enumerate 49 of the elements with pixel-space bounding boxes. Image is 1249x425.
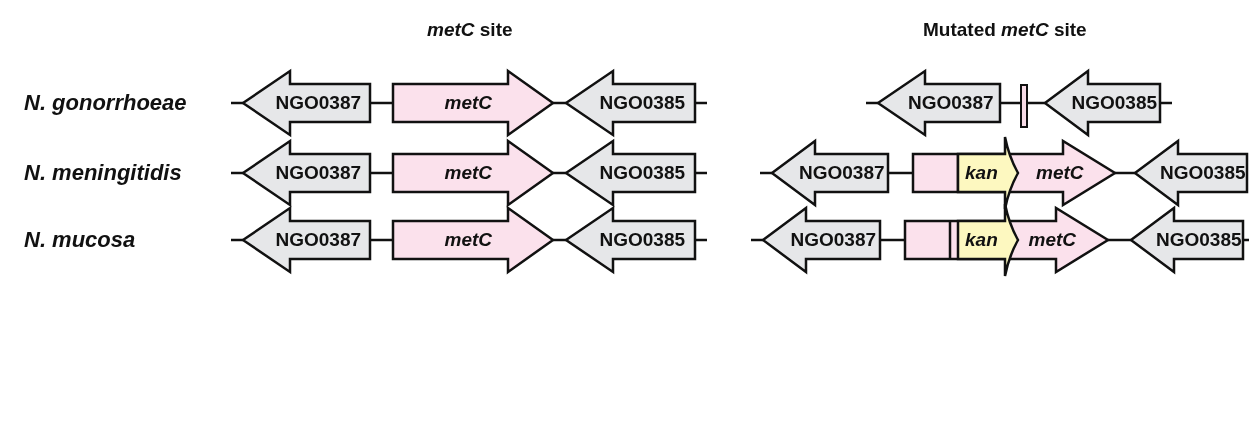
gene-symbol: [1131, 208, 1243, 272]
gene-label: NGO0385: [599, 92, 686, 114]
insertion-bar: [1020, 84, 1028, 128]
gene-label: metC: [1036, 162, 1084, 184]
dna-line: [370, 238, 393, 242]
gene-symbol: [566, 141, 695, 205]
gene-symbol: [958, 204, 1018, 276]
column-heading: metC site: [427, 19, 513, 41]
dna-line: [1115, 171, 1135, 175]
gene-symbol: [566, 71, 695, 135]
gene-label: NGO0387: [908, 92, 994, 114]
gene-label: kan: [965, 162, 998, 184]
gene-label: NGO0385: [1071, 92, 1158, 114]
dna-line: [1108, 238, 1131, 242]
gene-symbol: [566, 208, 695, 272]
gene-label: metC: [444, 92, 492, 114]
species-name: N. mucosa: [24, 227, 136, 253]
gene-symbol: [1135, 141, 1247, 205]
gene-label: NGO0385: [1160, 162, 1246, 184]
gene-label: NGO0387: [275, 229, 362, 251]
gene-symbol: [772, 141, 888, 205]
gene-symbol: [243, 208, 370, 272]
gene-symbol: [243, 141, 370, 205]
gene-label: metC: [444, 229, 492, 251]
dna-line: [880, 238, 905, 242]
gene-label: metC: [444, 162, 492, 184]
dna-line: [370, 101, 393, 105]
species-name: N. meningitidis: [24, 160, 182, 186]
gene-symbol: [763, 208, 880, 272]
gene-label: NGO0387: [275, 162, 362, 184]
gene-symbol: [1045, 71, 1160, 135]
dna-line: [888, 171, 913, 175]
gene-symbol: [393, 141, 553, 205]
column-heading: Mutated metC site: [923, 19, 1087, 41]
gene-label: NGO0385: [599, 162, 686, 184]
gene-symbol: [393, 71, 553, 135]
gene-label: NGO0387: [790, 229, 877, 251]
gene-label: NGO0385: [1156, 229, 1242, 251]
dna-line: [1000, 101, 1020, 105]
gene-label: NGO0387: [275, 92, 362, 114]
gene-symbol: [393, 208, 553, 272]
dna-line: [370, 171, 393, 175]
gene-label: NGO0387: [799, 162, 885, 184]
gene-label: metC: [1028, 229, 1076, 251]
species-name: N. gonorrhoeae: [24, 90, 187, 116]
gene-label: NGO0385: [599, 229, 686, 251]
gene-symbol: [878, 71, 1000, 135]
gene-symbol: [243, 71, 370, 135]
gene-label: kan: [965, 229, 998, 251]
